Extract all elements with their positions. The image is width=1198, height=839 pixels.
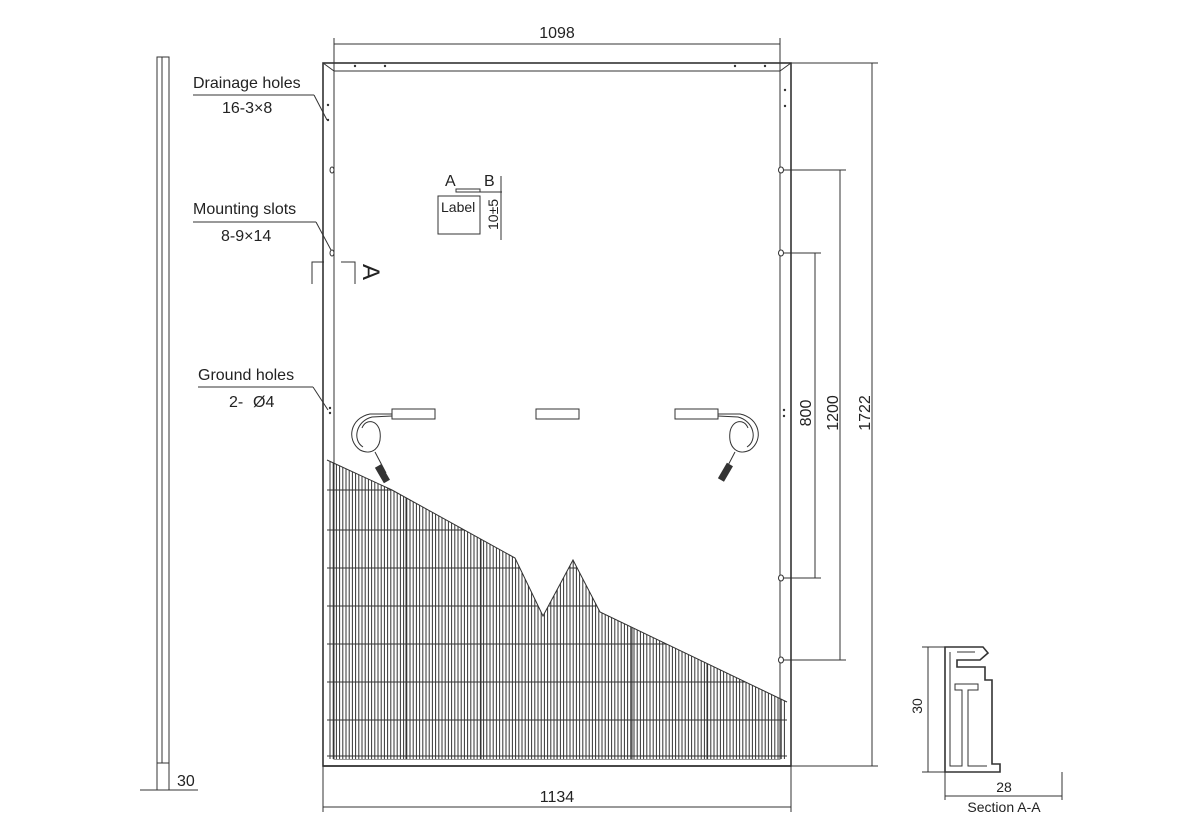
side-profile: 30 [140,56,198,791]
label-box: A B Label 10±5 [437,173,502,240]
drainage-spec: 16-3×8 [222,100,272,117]
mounting-title: Mounting slots [193,201,296,218]
ground-spec-value: Ø4 [253,394,274,411]
drainage-callout: Drainage holes 16-3×8 [193,75,328,121]
ground-spec-prefix: 2- [229,394,243,411]
label-text: Label [441,199,475,215]
ground-title: Ground holes [198,367,294,384]
height-total-label: 1722 [857,395,874,431]
bottom-width-dimension: 1134 [322,766,792,812]
label-tolerance: 10±5 [485,199,501,230]
height-800-label: 800 [798,400,815,427]
section-caption: Section A-A [967,799,1041,815]
side-thickness-dim: 30 [177,773,195,790]
drainage-title: Drainage holes [193,75,301,92]
bottom-width-label: 1134 [540,789,575,806]
section-height-label: 30 [909,698,925,714]
solar-cells [327,460,787,759]
section-profile: 30 28 Section A-A [909,646,1063,815]
top-width-dimension: 1098 [333,25,781,71]
ground-callout: Ground holes 2- Ø4 [198,367,329,411]
junction-boxes [351,408,759,484]
frame-holes [326,64,787,664]
label-letter-b: B [484,173,495,190]
section-width-label: 28 [996,779,1012,795]
mounting-spec: 8-9×14 [221,228,271,245]
section-marker: A [311,261,384,284]
height-dimensions: 1722 1200 800 [782,62,878,767]
height-1200-label: 1200 [825,395,842,431]
label-letter-a: A [445,173,456,190]
section-marker-label: A [357,264,384,280]
top-width-label: 1098 [539,25,575,42]
mounting-callout: Mounting slots 8-9×14 [193,201,332,251]
